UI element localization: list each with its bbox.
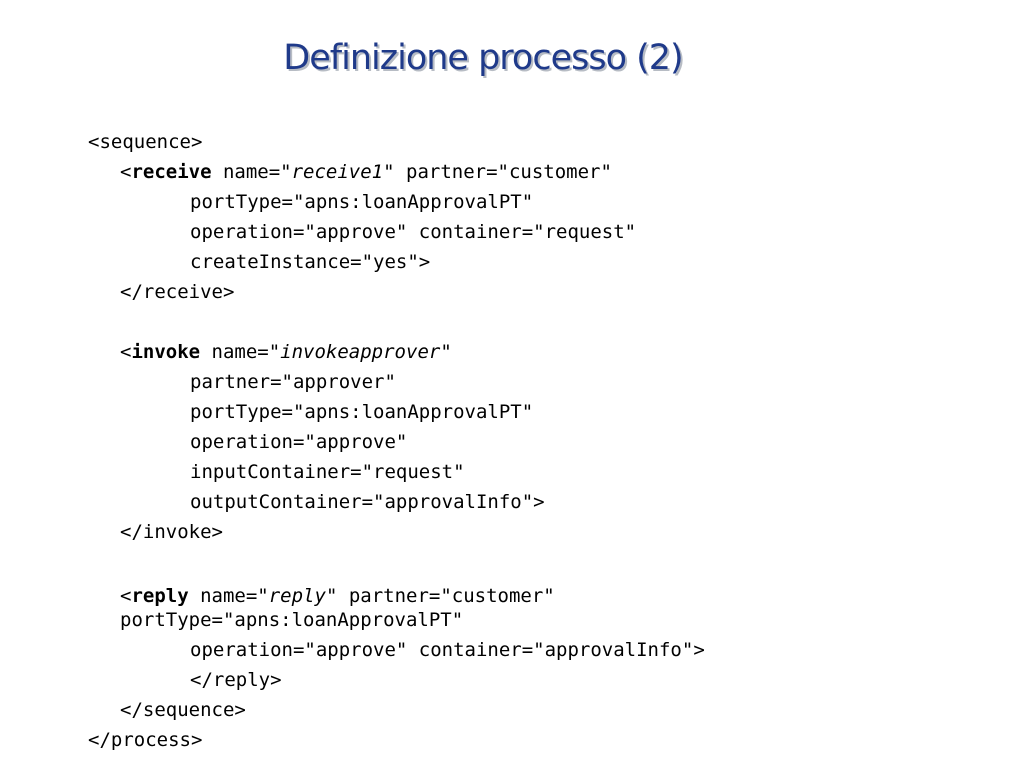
code-line-invoke-close: </invoke> (120, 521, 223, 543)
receive-keyword: receive (131, 161, 212, 183)
tag-bracket: < (120, 341, 132, 363)
reply-attr-prefix: name=" (188, 585, 269, 607)
code-line-receive-porttype: portType="apns:loanApprovalPT" (190, 191, 534, 213)
receive-attr-suffix: " partner="customer" (383, 161, 612, 183)
code-line-invoke-partner: partner="approver" (190, 371, 396, 393)
reply-attr-suffix: " partner="customer" (325, 585, 555, 607)
receive-name-value: receive1 (291, 161, 384, 183)
slide-title: Definizione processo (2) (283, 38, 683, 78)
invoke-attr-prefix: name=" (200, 341, 281, 363)
invoke-keyword: invoke (131, 341, 201, 363)
code-line-receive-operation: operation="approve" container="request" (190, 221, 637, 243)
code-line-receive-close: </receive> (120, 281, 235, 303)
code-line-invoke-outputcontainer: outputContainer="approvalInfo"> (190, 491, 545, 513)
receive-attr-prefix: name=" (211, 161, 292, 183)
code-line-invoke-operation: operation="approve" (190, 431, 408, 453)
code-line-invoke-open: <invoke name="invokeapprover" (120, 340, 452, 364)
invoke-attr-suffix: " (440, 341, 452, 363)
code-line-reply-porttype: portType="apns:loanApprovalPT" (120, 609, 464, 631)
code-line-process-close: </process> (88, 729, 203, 751)
tag-bracket: < (120, 161, 132, 183)
invoke-name-value: invokeapprover (280, 341, 441, 363)
code-line-reply-operation: operation="approve" container="approvalI… (190, 639, 705, 661)
code-line-invoke-inputcontainer: inputContainer="request" (190, 461, 465, 483)
code-line-reply-open: <reply name="reply" partner="customer" (120, 584, 555, 608)
tag-bracket: < (120, 585, 132, 607)
code-line-reply-close: </reply> (190, 669, 282, 691)
reply-name-value: reply (268, 585, 326, 607)
code-line-sequence-open: <sequence> (88, 131, 203, 153)
code-line-receive-createinstance: createInstance="yes"> (190, 251, 431, 273)
code-line-invoke-porttype: portType="apns:loanApprovalPT" (190, 401, 534, 423)
code-line-receive-open: <receive name="receive1" partner="custom… (120, 160, 612, 184)
code-line-sequence-close: </sequence> (120, 699, 246, 721)
reply-keyword: reply (131, 585, 189, 607)
